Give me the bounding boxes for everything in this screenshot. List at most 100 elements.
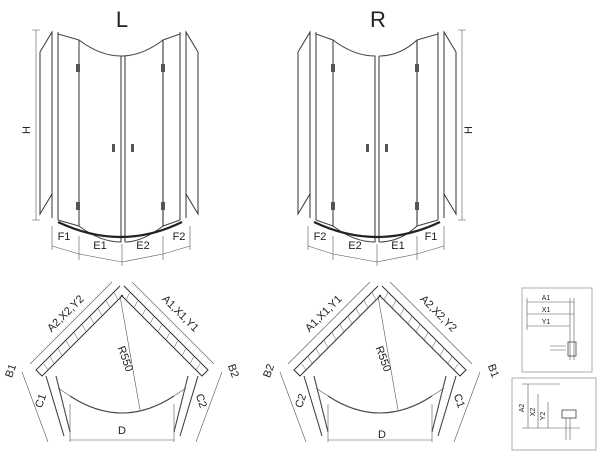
- wall-right: [378, 285, 467, 377]
- panel-right: [173, 375, 199, 437]
- profile-icon: [561, 409, 577, 419]
- radius-label: R550: [115, 345, 135, 374]
- detail-extension-lines: [522, 383, 580, 429]
- detail-bottom: A2 X2 Y2: [511, 377, 597, 451]
- hinge-icon: [161, 64, 165, 72]
- detail-top-label-0: A1: [542, 295, 551, 302]
- plan-view-right: A1,X1,Y1 A2,X2,Y2 B2 B1 C2 C1 R550 D: [261, 281, 501, 443]
- panel-a-label: C2: [293, 392, 309, 409]
- base-tray: [57, 221, 183, 239]
- width-dimension-line: [307, 245, 445, 263]
- wall-left: [293, 285, 382, 377]
- detail-bottom-label-0: A2: [519, 404, 526, 413]
- width-label-3: F2: [173, 231, 186, 243]
- radius-line: [377, 295, 399, 411]
- width-label-2: E1: [391, 240, 404, 252]
- detail-top: A1 X1 Y1: [521, 287, 593, 373]
- width-dimension-extensions: [51, 226, 191, 266]
- fixed-panel-right: [162, 33, 181, 227]
- hinge-icon: [331, 64, 335, 72]
- hinge-icon: [331, 202, 335, 210]
- width-label-2: E2: [136, 240, 149, 252]
- front-view-right: R H F2 E2 E1 F1: [297, 7, 475, 266]
- door-arc: [327, 395, 433, 414]
- detail-bottom-label-2: Y2: [540, 412, 547, 421]
- front-view-right-title: R: [370, 7, 386, 32]
- width-dimension-extensions: [307, 226, 445, 266]
- width-label-0: F1: [58, 231, 71, 243]
- handle-icon: [112, 144, 115, 152]
- wall-hatch: [43, 291, 119, 371]
- fixed-panel-left: [315, 33, 334, 227]
- width-label-0: F2: [314, 231, 327, 243]
- handle-icon: [366, 144, 369, 152]
- height-dimension-ticks: [32, 29, 40, 221]
- side-dimension-lines: [279, 371, 481, 443]
- detail-top-label-2: Y1: [542, 319, 551, 326]
- opening-dimension-line: [327, 404, 433, 442]
- side-dimension-lines: [21, 371, 223, 443]
- wall-right: [120, 285, 209, 377]
- door-right: [124, 40, 164, 243]
- hinge-icon: [415, 64, 419, 72]
- side-b-label: B1: [485, 363, 501, 380]
- width-label-1: E2: [348, 240, 361, 252]
- side-a-label: B2: [261, 363, 277, 380]
- profile-icon: [567, 341, 577, 357]
- fixed-panel-right: [416, 33, 439, 227]
- wall-hatch: [383, 291, 459, 371]
- width-label-3: F1: [425, 231, 438, 243]
- panel-left: [303, 375, 329, 437]
- panel-right: [431, 375, 457, 437]
- width-label-1: E1: [93, 240, 106, 252]
- detail-dimension-lines: [527, 301, 574, 327]
- panel-b-label: C2: [193, 392, 209, 409]
- plan-view-left: A2,X2,Y2 A1,X1,Y1 B1 B2 C1 C2 R550 D: [3, 281, 241, 443]
- detail-frame: [521, 287, 593, 373]
- front-view-left-title: L: [116, 7, 128, 32]
- detail-dimension-lines: [527, 384, 549, 428]
- profile-glass: [565, 418, 571, 440]
- hinge-icon: [161, 202, 165, 210]
- door-right: [378, 40, 418, 243]
- wall-left: [35, 285, 124, 377]
- width-dimension-line: [51, 245, 191, 263]
- hinge-icon: [76, 64, 80, 72]
- fixed-panel-left: [57, 33, 80, 227]
- panel-b-label: C1: [451, 392, 467, 409]
- detail-extension-lines: [526, 298, 575, 360]
- door-right-top: [120, 39, 164, 57]
- panel-a-label: C1: [33, 392, 49, 409]
- handle-icon: [385, 144, 388, 152]
- door-left: [78, 39, 122, 243]
- side-b-label: B2: [225, 363, 241, 380]
- height-label: H: [463, 126, 475, 134]
- hinge-icon: [76, 202, 80, 210]
- opening-label: D: [118, 425, 126, 437]
- hinge-icon: [415, 202, 419, 210]
- height-label: H: [21, 126, 33, 134]
- radius-label: R550: [373, 345, 393, 374]
- front-view-left: L H F1 E1 E2 F2: [21, 7, 199, 266]
- left-wall-side: [297, 30, 311, 216]
- base-tray: [313, 221, 441, 239]
- detail-bottom-label-1: X2: [530, 408, 537, 417]
- handle-icon: [131, 144, 134, 152]
- door-left: [332, 39, 376, 243]
- wall-dimension-lines: [287, 281, 473, 365]
- wall-hatch: [301, 291, 377, 371]
- right-wall-side: [443, 30, 457, 216]
- door-right-top: [378, 39, 418, 57]
- left-wall-side: [39, 30, 53, 216]
- height-dimension-ticks: [458, 29, 466, 221]
- detail-top-label-1: X1: [542, 307, 551, 314]
- panel-left: [45, 375, 71, 437]
- door-hinge-lines: [57, 387, 187, 397]
- door-hinge-lines: [315, 387, 445, 397]
- side-a-label: B1: [3, 363, 19, 380]
- right-wall-side: [185, 30, 199, 216]
- profile-glass: [550, 345, 566, 351]
- opening-dimension-line: [69, 404, 175, 442]
- door-arc: [69, 395, 175, 414]
